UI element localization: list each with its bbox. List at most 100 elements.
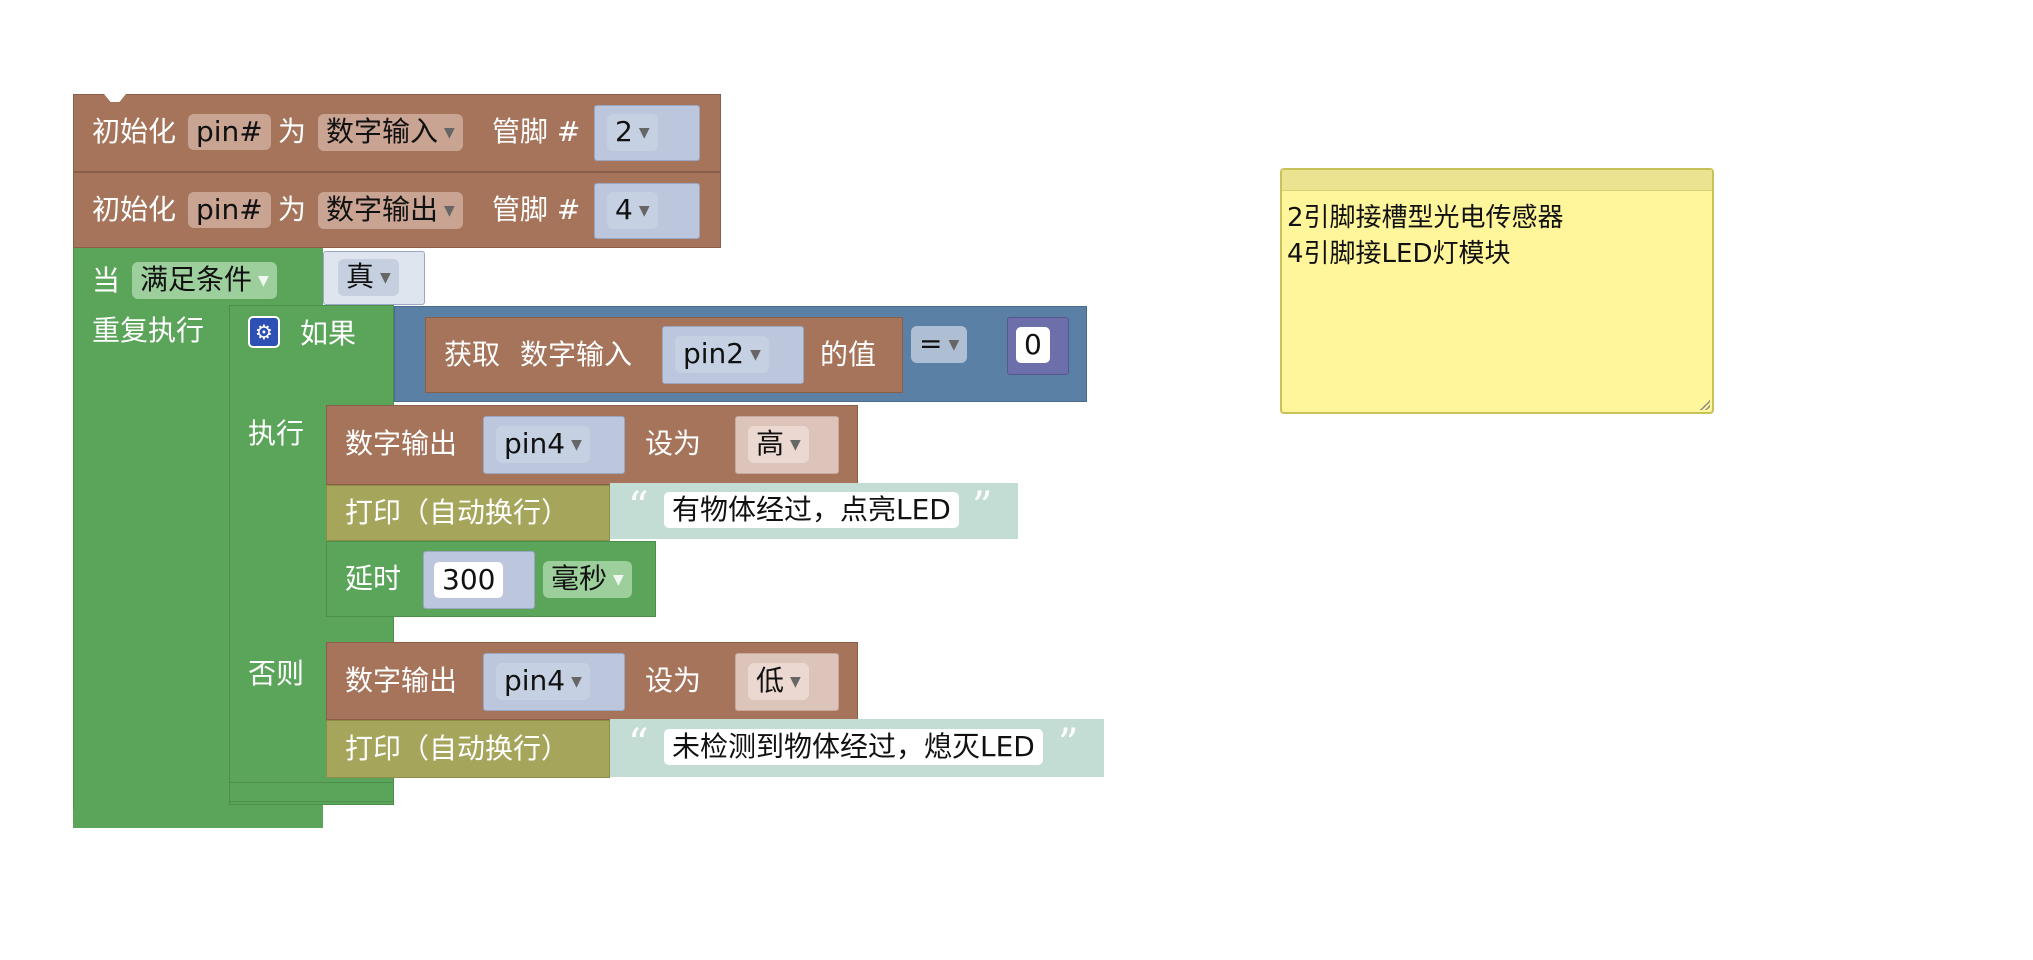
- condition-slot: 真▼: [323, 251, 425, 305]
- dropdown-arrow-icon: ▼: [750, 347, 761, 363]
- dropdown-arrow-icon: ▼: [638, 125, 650, 141]
- pin-dropdown[interactable]: 4▼: [607, 192, 658, 229]
- dropdown-arrow-icon: ▼: [790, 674, 801, 690]
- pin-dropdown[interactable]: 2▼: [607, 114, 658, 151]
- write-pin-dropdown[interactable]: pin4 ▼: [496, 426, 590, 463]
- write-label: 数字输出: [345, 664, 458, 697]
- true-text: 真: [346, 260, 375, 293]
- compare-block[interactable]: 获取 数字输入 pin2▼ 的值 =▼ 0: [394, 306, 1087, 402]
- comment-note[interactable]: 2引脚接槽型光电传感器 4引脚接LED灯模块: [1280, 168, 1714, 414]
- gear-glyph: ⚙: [255, 320, 273, 344]
- delay-block[interactable]: 延时 300 毫秒▼: [326, 541, 656, 617]
- print-block-2[interactable]: 打印（自动换行）: [326, 720, 610, 778]
- compare-value-text: 0: [1024, 328, 1042, 361]
- close-quote-icon: ”: [1058, 721, 1079, 767]
- dropdown-arrow-icon: ▼: [444, 203, 455, 219]
- dropdown-arrow-icon: ▼: [948, 337, 960, 353]
- var-text: pin#: [196, 115, 263, 148]
- digital-write-high-block[interactable]: 数字输出 pin4▼ 设为 高▼: [326, 405, 858, 485]
- set-label: 设为: [645, 427, 702, 460]
- as-label: 为: [278, 115, 307, 148]
- dropdown-arrow-icon: ▼: [613, 572, 624, 588]
- delay-value-text: 300: [442, 563, 496, 596]
- write-pin-dropdown[interactable]: pin4 ▼: [496, 663, 590, 700]
- repeat-label: 重复执行: [92, 314, 205, 347]
- init-label: 初始化: [92, 115, 177, 148]
- var-text: pin#: [196, 193, 263, 226]
- read-pin-text: pin2: [683, 337, 745, 370]
- var-field[interactable]: pin#: [188, 192, 271, 228]
- print-text-field-1[interactable]: 有物体经过，点亮LED: [664, 492, 959, 528]
- print-text-1: 有物体经过，点亮LED: [672, 493, 951, 526]
- write-value-slot: 低▼: [735, 653, 839, 711]
- print-block-1[interactable]: 打印（自动换行）: [326, 485, 610, 541]
- mode-dropdown[interactable]: 数字输入 ▼: [318, 114, 463, 151]
- digital-write-low-block[interactable]: 数字输出 pin4▼ 设为 低▼: [326, 642, 858, 720]
- write-value-slot: 高▼: [735, 416, 839, 474]
- digital-read-block[interactable]: 获取 数字输入 pin2 ▼ 的值: [425, 317, 903, 393]
- print-text-2: 未检测到物体经过，熄灭LED: [672, 730, 1035, 763]
- while-mode-text: 满足条件: [140, 263, 253, 296]
- loop-bottom-arm: [73, 810, 323, 828]
- block-notch: [104, 94, 126, 102]
- dropdown-arrow-icon: ▼: [380, 270, 391, 286]
- string-block-2[interactable]: “ 未检测到物体经过，熄灭LED ”: [610, 719, 1104, 777]
- pin-text: 2: [615, 115, 633, 148]
- comment-drag-bar[interactable]: [1282, 170, 1712, 191]
- write-pin-text: pin4: [504, 664, 566, 697]
- init-pin-block-2[interactable]: 初始化 pin# 为 数字输出▼ 管脚 # 4▼: [73, 172, 721, 248]
- set-label: 设为: [645, 664, 702, 697]
- operator-dropdown[interactable]: =▼: [911, 326, 968, 363]
- dropdown-arrow-icon: ▼: [638, 203, 650, 219]
- compare-value-field[interactable]: 0: [1016, 327, 1050, 363]
- get-label: 获取: [444, 338, 501, 371]
- comment-line-2: 4引脚接LED灯模块: [1287, 239, 1511, 269]
- gear-icon[interactable]: ⚙: [248, 316, 280, 348]
- low-text: 低: [756, 664, 785, 697]
- high-text: 高: [756, 427, 785, 460]
- read-pin-slot: pin2 ▼: [662, 326, 804, 384]
- high-dropdown[interactable]: 高▼: [748, 426, 809, 463]
- else-label: 否则: [248, 657, 305, 690]
- compare-value-slot: 0: [1007, 317, 1069, 375]
- delay-unit-dropdown[interactable]: 毫秒 ▼: [543, 561, 632, 598]
- read-pin-dropdown[interactable]: pin2 ▼: [675, 336, 769, 373]
- mode-dropdown[interactable]: 数字输出 ▼: [318, 192, 463, 229]
- mode-text: 数字输入: [326, 115, 439, 148]
- comment-text[interactable]: 2引脚接槽型光电传感器 4引脚接LED灯模块: [1287, 200, 1564, 272]
- dropdown-arrow-icon: ▼: [571, 437, 582, 453]
- print-label: 打印（自动换行）: [345, 496, 570, 529]
- read-mode-label: 数字输入: [520, 338, 633, 371]
- var-field[interactable]: pin#: [188, 114, 271, 150]
- init-label: 初始化: [92, 193, 177, 226]
- dropdown-arrow-icon: ▼: [444, 125, 455, 141]
- write-label: 数字输出: [345, 427, 458, 460]
- close-quote-icon: ”: [972, 484, 993, 530]
- print-text-field-2[interactable]: 未检测到物体经过，熄灭LED: [664, 729, 1043, 765]
- dropdown-arrow-icon: ▼: [571, 674, 582, 690]
- init-pin-block-1[interactable]: 初始化 pin# 为 数字输入▼ 管脚 # 2▼: [73, 94, 721, 172]
- pin-label: 管脚 #: [492, 115, 581, 148]
- delay-unit-text: 毫秒: [551, 562, 608, 595]
- pin-slot: 2▼: [594, 105, 700, 161]
- resize-handle-icon[interactable]: [1700, 400, 1710, 410]
- true-dropdown[interactable]: 真▼: [338, 259, 399, 296]
- low-dropdown[interactable]: 低▼: [748, 663, 809, 700]
- open-quote-icon: “: [628, 721, 649, 767]
- write-pin-slot: pin4 ▼: [483, 416, 625, 474]
- value-label: 的值: [820, 338, 877, 371]
- string-block-1[interactable]: “ 有物体经过，点亮LED ”: [610, 483, 1018, 539]
- as-label: 为: [278, 193, 307, 226]
- print-label: 打印（自动换行）: [345, 732, 570, 765]
- comment-line-1: 2引脚接槽型光电传感器: [1287, 203, 1564, 233]
- write-pin-slot: pin4 ▼: [483, 653, 625, 711]
- mode-text: 数字输出: [326, 193, 439, 226]
- dropdown-arrow-icon: ▼: [790, 437, 801, 453]
- do-label: 执行: [248, 417, 305, 450]
- if-bottom-arm: [229, 782, 394, 802]
- while-mode-dropdown[interactable]: 满足条件▼: [132, 262, 277, 299]
- delay-value-field[interactable]: 300: [434, 562, 504, 598]
- pin-text: 4: [615, 193, 633, 226]
- write-pin-text: pin4: [504, 427, 566, 460]
- operator-text: =: [919, 327, 943, 360]
